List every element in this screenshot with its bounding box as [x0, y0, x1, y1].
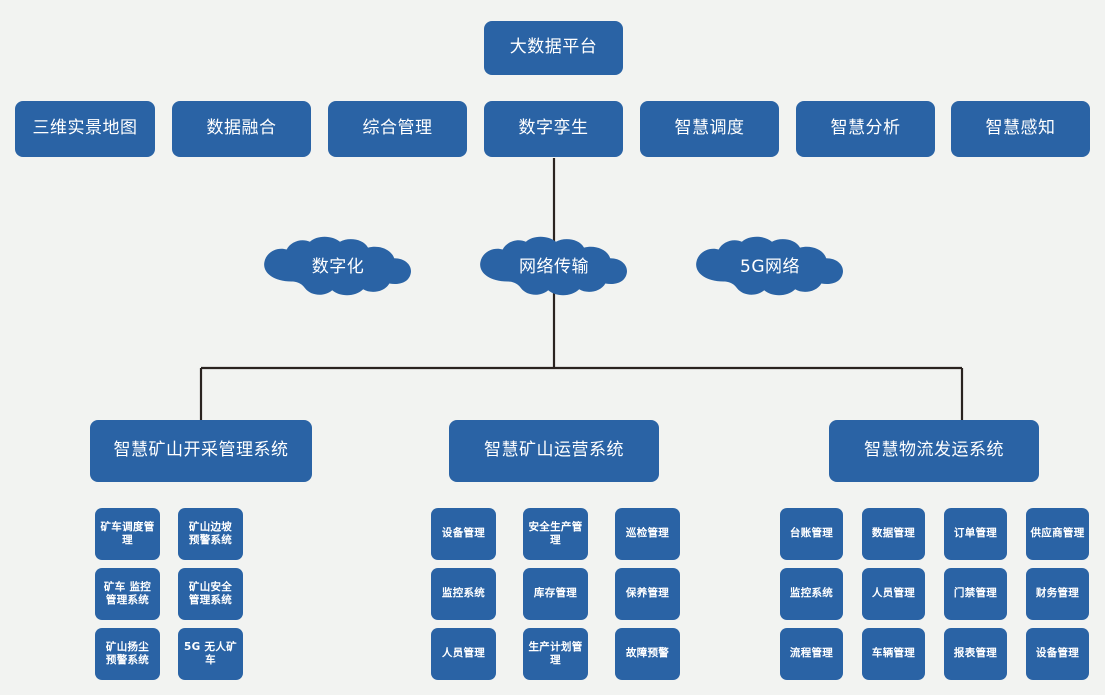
node-label: 智慧分析	[830, 118, 901, 139]
node-module-监控系统[interactable]: 监控系统	[780, 568, 843, 620]
node-system-智慧矿山运营系统[interactable]: 智慧矿山运营系统	[449, 420, 659, 482]
node-label: 智慧物流发运系统	[864, 440, 1004, 461]
cloud-shape-icon	[480, 236, 627, 296]
node-module-安全生产管理[interactable]: 安全生产管理	[523, 508, 588, 560]
node-capability-综合管理[interactable]: 综合管理	[328, 101, 467, 157]
node-module-5G无人矿车[interactable]: 5G 无人矿车	[178, 628, 243, 680]
node-module-保养管理[interactable]: 保养管理	[615, 568, 680, 620]
node-label: 人员管理	[441, 647, 486, 660]
node-label: 财务管理	[1035, 587, 1080, 600]
node-label: 大数据平台	[509, 37, 598, 58]
node-module-人员管理[interactable]: 人员管理	[431, 628, 496, 680]
node-label: 设备管理	[1035, 647, 1080, 660]
node-capability-三维实景地图[interactable]: 三维实景地图	[15, 101, 155, 157]
node-module-故障预警[interactable]: 故障预警	[615, 628, 680, 680]
cloud-网络传输[interactable]: 网络传输	[474, 235, 634, 297]
node-big-data-platform[interactable]: 大数据平台	[484, 21, 623, 75]
node-label: 库存管理	[533, 587, 578, 600]
node-label: 矿车 监控 管理系统	[103, 580, 152, 606]
node-capability-数据融合[interactable]: 数据融合	[172, 101, 311, 157]
node-module-库存管理[interactable]: 库存管理	[523, 568, 588, 620]
cloud-shape-icon	[696, 236, 843, 296]
node-label: 三维实景地图	[32, 118, 138, 139]
node-label: 安全生产管理	[528, 520, 583, 546]
node-module-矿车监控管理系统[interactable]: 矿车 监控 管理系统	[95, 568, 160, 620]
node-label: 监控系统	[789, 587, 834, 600]
node-label: 订单管理	[953, 527, 998, 540]
node-label: 数据融合	[206, 118, 277, 139]
node-module-财务管理[interactable]: 财务管理	[1026, 568, 1089, 620]
node-label: 智慧感知	[985, 118, 1056, 139]
node-label: 数据管理	[871, 527, 916, 540]
node-label: 人员管理	[871, 587, 916, 600]
node-label: 设备管理	[441, 527, 486, 540]
cloud-5G网络[interactable]: 5G网络	[690, 235, 850, 297]
node-label: 门禁管理	[953, 587, 998, 600]
node-module-人员管理[interactable]: 人员管理	[862, 568, 925, 620]
node-label: 5G 无人矿车	[184, 640, 237, 666]
node-module-台账管理[interactable]: 台账管理	[780, 508, 843, 560]
node-label: 台账管理	[789, 527, 834, 540]
node-module-设备管理[interactable]: 设备管理	[1026, 628, 1089, 680]
node-label: 流程管理	[789, 647, 834, 660]
node-label: 生产计划管理	[528, 640, 583, 666]
node-system-智慧物流发运系统[interactable]: 智慧物流发运系统	[829, 420, 1039, 482]
node-label: 智慧矿山开采管理系统	[113, 440, 289, 461]
node-module-矿车调度管理[interactable]: 矿车调度管理	[95, 508, 160, 560]
node-module-矿山安全管理系统[interactable]: 矿山安全 管理系统	[178, 568, 243, 620]
node-label: 矿车调度管理	[100, 520, 155, 546]
node-capability-智慧感知[interactable]: 智慧感知	[951, 101, 1090, 157]
node-capability-智慧分析[interactable]: 智慧分析	[796, 101, 935, 157]
cloud-label: 数字化	[311, 257, 365, 277]
node-module-报表管理[interactable]: 报表管理	[944, 628, 1007, 680]
node-module-监控系统[interactable]: 监控系统	[431, 568, 496, 620]
node-module-设备管理[interactable]: 设备管理	[431, 508, 496, 560]
node-module-矿山边坡预警系统[interactable]: 矿山边坡 预警系统	[178, 508, 243, 560]
node-module-供应商管理[interactable]: 供应商管理	[1026, 508, 1089, 560]
node-label: 矿山安全 管理系统	[188, 580, 233, 606]
node-system-智慧矿山开采管理系统[interactable]: 智慧矿山开采管理系统	[90, 420, 312, 482]
node-capability-智慧调度[interactable]: 智慧调度	[640, 101, 779, 157]
node-label: 智慧调度	[674, 118, 745, 139]
node-module-数据管理[interactable]: 数据管理	[862, 508, 925, 560]
node-label: 故障预警	[625, 647, 670, 660]
cloud-label: 网络传输	[519, 257, 589, 277]
node-module-巡检管理[interactable]: 巡检管理	[615, 508, 680, 560]
cloud-label: 5G网络	[740, 257, 800, 277]
node-label: 智慧矿山运营系统	[484, 440, 624, 461]
node-label: 保养管理	[625, 587, 670, 600]
node-label: 数字孪生	[518, 118, 589, 139]
node-capability-数字孪生[interactable]: 数字孪生	[484, 101, 623, 157]
node-label: 车辆管理	[871, 647, 916, 660]
cloud-数字化[interactable]: 数字化	[258, 235, 418, 297]
node-module-矿山扬尘预警系统[interactable]: 矿山扬尘 预警系统	[95, 628, 160, 680]
node-label: 监控系统	[441, 587, 486, 600]
node-module-车辆管理[interactable]: 车辆管理	[862, 628, 925, 680]
node-label: 综合管理	[362, 118, 433, 139]
node-label: 巡检管理	[625, 527, 670, 540]
node-module-门禁管理[interactable]: 门禁管理	[944, 568, 1007, 620]
node-label: 矿山边坡 预警系统	[188, 520, 233, 546]
node-label: 供应商管理	[1030, 527, 1085, 540]
node-module-生产计划管理[interactable]: 生产计划管理	[523, 628, 588, 680]
node-module-订单管理[interactable]: 订单管理	[944, 508, 1007, 560]
node-label: 报表管理	[953, 647, 998, 660]
cloud-shape-icon	[264, 236, 411, 296]
node-module-流程管理[interactable]: 流程管理	[780, 628, 843, 680]
node-label: 矿山扬尘 预警系统	[105, 640, 150, 666]
